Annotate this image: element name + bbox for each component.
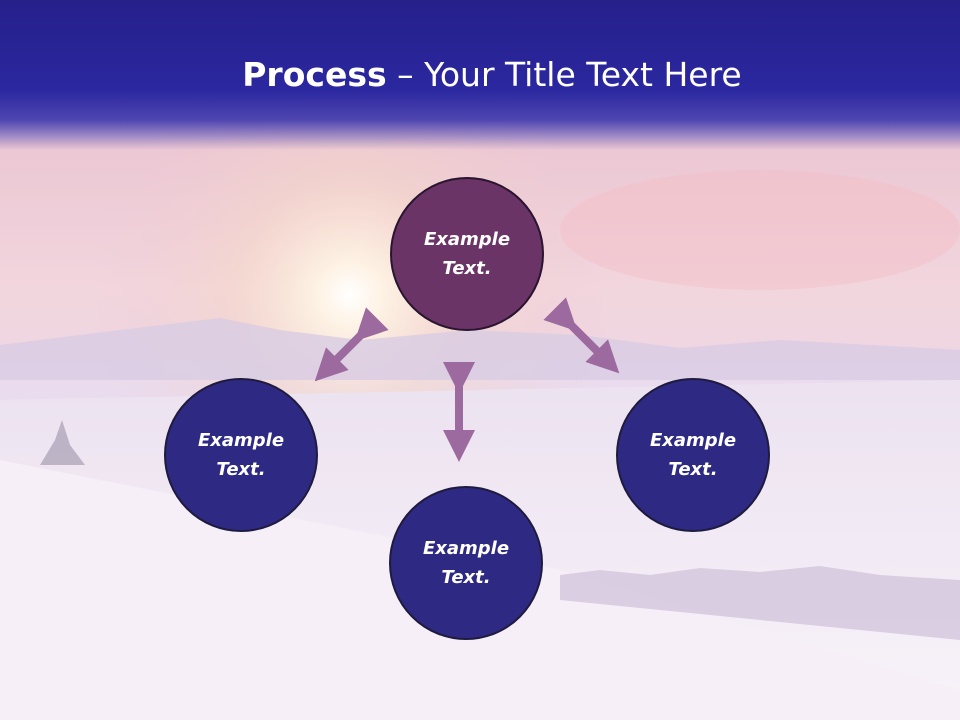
process-node-left: Example Text. — [164, 378, 318, 532]
process-node-right: Example Text. — [616, 378, 770, 532]
slide-title: Process – Your Title Text Here — [0, 52, 960, 98]
node-label-line1: Example — [649, 430, 737, 451]
title-bar — [0, 0, 960, 150]
title-bold: Process — [242, 55, 387, 94]
node-label-line2: Text. — [442, 258, 492, 279]
arrow-left-top — [314, 307, 389, 382]
node-label-line1: Example — [423, 229, 511, 250]
title-dash: – — [386, 55, 425, 94]
arrow-right-top — [543, 297, 620, 374]
node-label-line2: Text. — [668, 459, 718, 480]
node-label-line1: Example — [422, 538, 510, 559]
node-label-line2: Text. — [216, 459, 266, 480]
process-node-bottom: Example Text. — [389, 486, 543, 640]
node-label-line2: Text. — [441, 567, 491, 588]
title-rest: Your Title Text Here — [424, 55, 742, 94]
node-label-line1: Example — [197, 430, 285, 451]
process-node-top: Example Text. — [390, 177, 544, 331]
